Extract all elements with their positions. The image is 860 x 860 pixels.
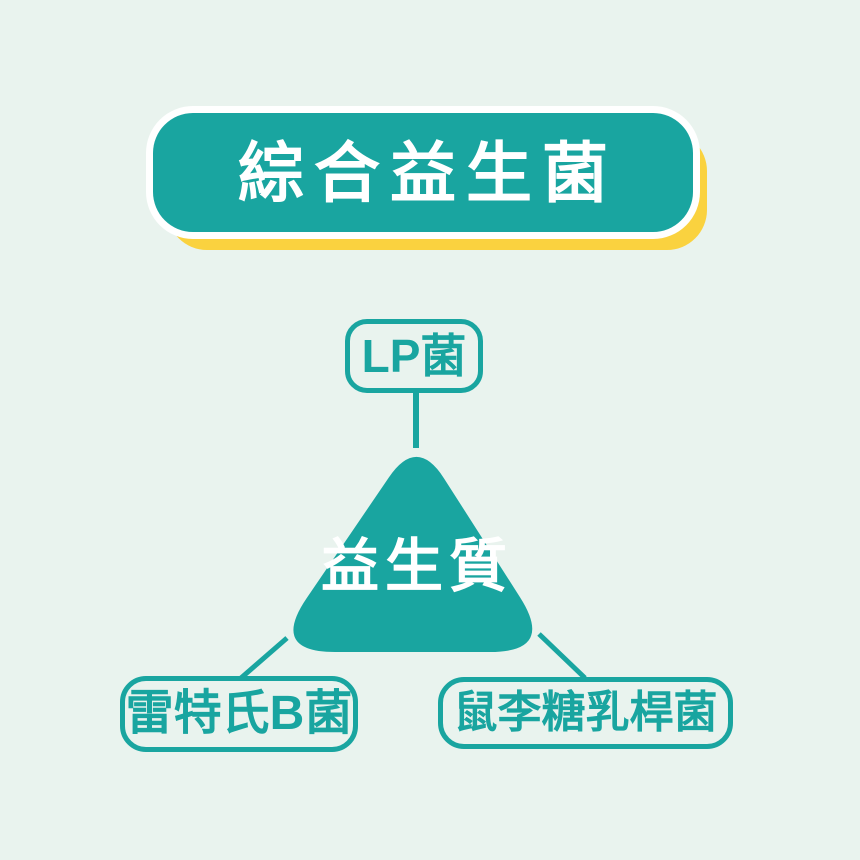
connector-bottom-right-line: [537, 632, 587, 680]
node-lp-bacteria: LP菌: [345, 319, 483, 393]
page-title: 綜合益生菌: [238, 135, 618, 210]
connector-bottom-left-line: [239, 636, 289, 680]
header-pill: 綜合益生菌: [153, 113, 693, 232]
header-banner: 綜合益生菌: [153, 113, 707, 250]
node-lp-bacteria-label: LP菌: [361, 330, 467, 382]
node-rhamnosus-bacteria-label: 鼠李糖乳桿菌: [453, 688, 718, 737]
node-b-bacteria-label: 雷特氏B菌: [125, 687, 353, 740]
node-rhamnosus-bacteria: 鼠李糖乳桿菌: [438, 677, 733, 749]
node-b-bacteria: 雷特氏B菌: [120, 676, 358, 752]
prebiotic-triangle-shape: [293, 456, 533, 652]
